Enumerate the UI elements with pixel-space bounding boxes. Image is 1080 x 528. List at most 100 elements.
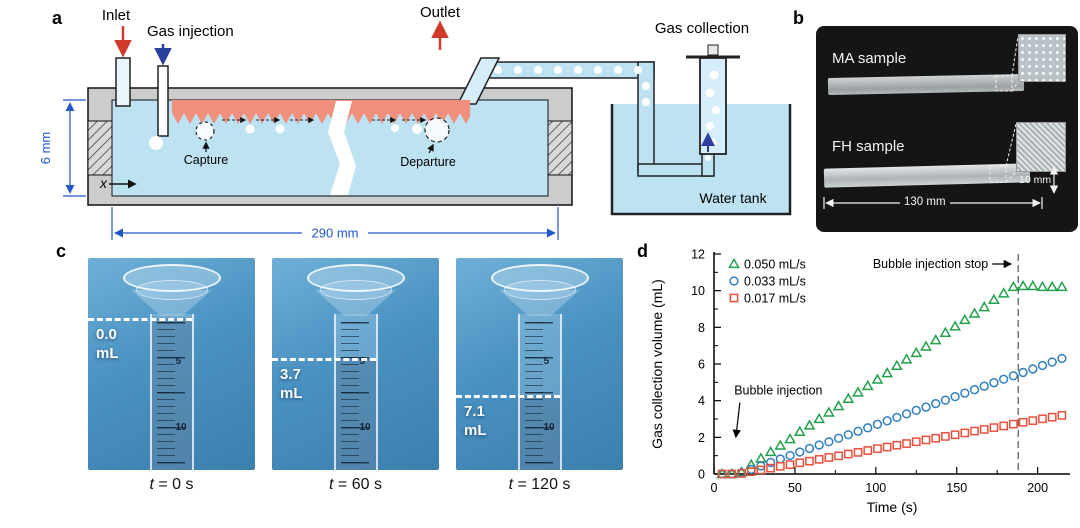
ma-zoom-box bbox=[995, 75, 1013, 92]
panel-b-annotations bbox=[823, 35, 1059, 209]
data-point bbox=[785, 450, 795, 461]
scale-number-10: 10 bbox=[543, 422, 555, 433]
data-point bbox=[746, 467, 756, 476]
data-point bbox=[970, 426, 979, 436]
data-point bbox=[882, 416, 892, 426]
data-point bbox=[1026, 279, 1039, 291]
legend-marker bbox=[728, 257, 740, 269]
data-point bbox=[890, 359, 903, 370]
data-point bbox=[1018, 417, 1028, 427]
volume-value: 3.7 bbox=[280, 366, 301, 383]
data-point bbox=[940, 395, 951, 405]
data-point bbox=[834, 451, 843, 461]
data-point bbox=[999, 374, 1009, 384]
data-point bbox=[873, 444, 882, 454]
capture-label: Capture bbox=[184, 153, 229, 167]
data-point bbox=[1009, 419, 1018, 429]
data-point bbox=[931, 398, 941, 409]
data-point bbox=[931, 433, 941, 443]
x-tick-label: 50 bbox=[788, 481, 802, 495]
data-point bbox=[833, 433, 844, 443]
data-point bbox=[921, 435, 931, 445]
volume-reading: 0.0 mL bbox=[96, 326, 119, 364]
captured-bubble bbox=[195, 121, 215, 141]
annotation-injection: Bubble injection bbox=[734, 383, 822, 397]
water-level-line bbox=[456, 395, 560, 398]
cylinder-neck bbox=[315, 290, 396, 316]
legend-label: 0.050 mL/s bbox=[744, 258, 806, 272]
data-point bbox=[882, 442, 892, 452]
bubble bbox=[391, 124, 399, 132]
data-point bbox=[775, 461, 785, 471]
data-point bbox=[1017, 279, 1029, 291]
cylinder-rim-inner bbox=[319, 280, 392, 300]
sample-photo-panel: MA sample FH sample 10 mm 130 mm bbox=[816, 26, 1078, 232]
cylinder-tube: 5 10 bbox=[333, 314, 378, 470]
data-point bbox=[1028, 364, 1038, 374]
y-tick-label: 4 bbox=[698, 394, 705, 408]
data-point bbox=[795, 458, 805, 468]
cylinder-photo-t120: 5 10 7.1 mL bbox=[456, 258, 623, 470]
bubble bbox=[412, 124, 422, 134]
channel bbox=[87, 57, 573, 206]
dimension-130mm bbox=[823, 197, 1043, 209]
data-point bbox=[717, 469, 727, 479]
gas-injection-needle bbox=[157, 65, 169, 137]
y-tick-label: 10 bbox=[691, 284, 705, 298]
cylinder-rim-inner bbox=[503, 280, 576, 300]
data-point bbox=[968, 307, 981, 318]
gas-collection-cylinder bbox=[686, 44, 740, 155]
data-point bbox=[941, 432, 950, 441]
caption-value: = 120 s bbox=[513, 476, 571, 493]
legend-marker bbox=[729, 276, 739, 286]
data-point bbox=[843, 449, 853, 459]
data-point bbox=[950, 430, 960, 440]
experimental-setup-schematic: Gas collection Water tank bbox=[38, 4, 792, 241]
cylinder-neck bbox=[499, 290, 580, 316]
data-point bbox=[960, 428, 970, 438]
superhydrophobic-surface bbox=[172, 100, 470, 114]
x-tick-label: 100 bbox=[865, 481, 886, 495]
fh-callout-line bbox=[1005, 171, 1017, 183]
y-tick-label: 12 bbox=[691, 248, 705, 262]
departure-pointer bbox=[427, 143, 434, 154]
x-axis-label: x bbox=[99, 175, 108, 191]
legend-label: 0.017 mL/s bbox=[744, 292, 806, 306]
graduation-major-ticks bbox=[340, 322, 369, 466]
data-point bbox=[900, 353, 913, 364]
data-point bbox=[813, 412, 826, 424]
volume-unit: mL bbox=[280, 384, 303, 402]
data-point bbox=[969, 385, 980, 395]
data-point bbox=[853, 426, 863, 436]
scale-number-10: 10 bbox=[175, 422, 187, 433]
annotation-injection-arrow bbox=[732, 402, 741, 439]
data-point bbox=[989, 423, 999, 432]
length-dimension-label: 290 mm bbox=[312, 226, 359, 241]
x-tick-label: 200 bbox=[1027, 481, 1048, 495]
data-point bbox=[765, 457, 776, 468]
height-dimension-label: 6 mm bbox=[38, 132, 53, 165]
bubble bbox=[245, 124, 255, 134]
departing-bubble bbox=[424, 117, 450, 143]
data-point bbox=[1057, 410, 1067, 420]
ma-sample-inset bbox=[1018, 34, 1066, 82]
data-point bbox=[921, 402, 931, 412]
data-point bbox=[1056, 280, 1068, 292]
panel-label-a: a bbox=[52, 8, 63, 28]
volume-unit: mL bbox=[464, 421, 487, 439]
data-point bbox=[814, 440, 824, 450]
x-tick-label: 0 bbox=[711, 481, 718, 495]
data-point bbox=[881, 367, 894, 378]
data-point bbox=[1047, 412, 1057, 422]
data-point bbox=[949, 320, 962, 331]
strip-length-dimension-label: 130 mm bbox=[904, 196, 946, 208]
volume-reading: 3.7 mL bbox=[280, 366, 303, 404]
data-point bbox=[902, 439, 911, 448]
water-tank-label: Water tank bbox=[699, 190, 767, 206]
bubble bbox=[149, 136, 163, 150]
scale-number-5: 5 bbox=[359, 356, 366, 367]
data-point bbox=[755, 452, 767, 463]
photo-caption-t120: t = 120 s bbox=[456, 476, 623, 494]
